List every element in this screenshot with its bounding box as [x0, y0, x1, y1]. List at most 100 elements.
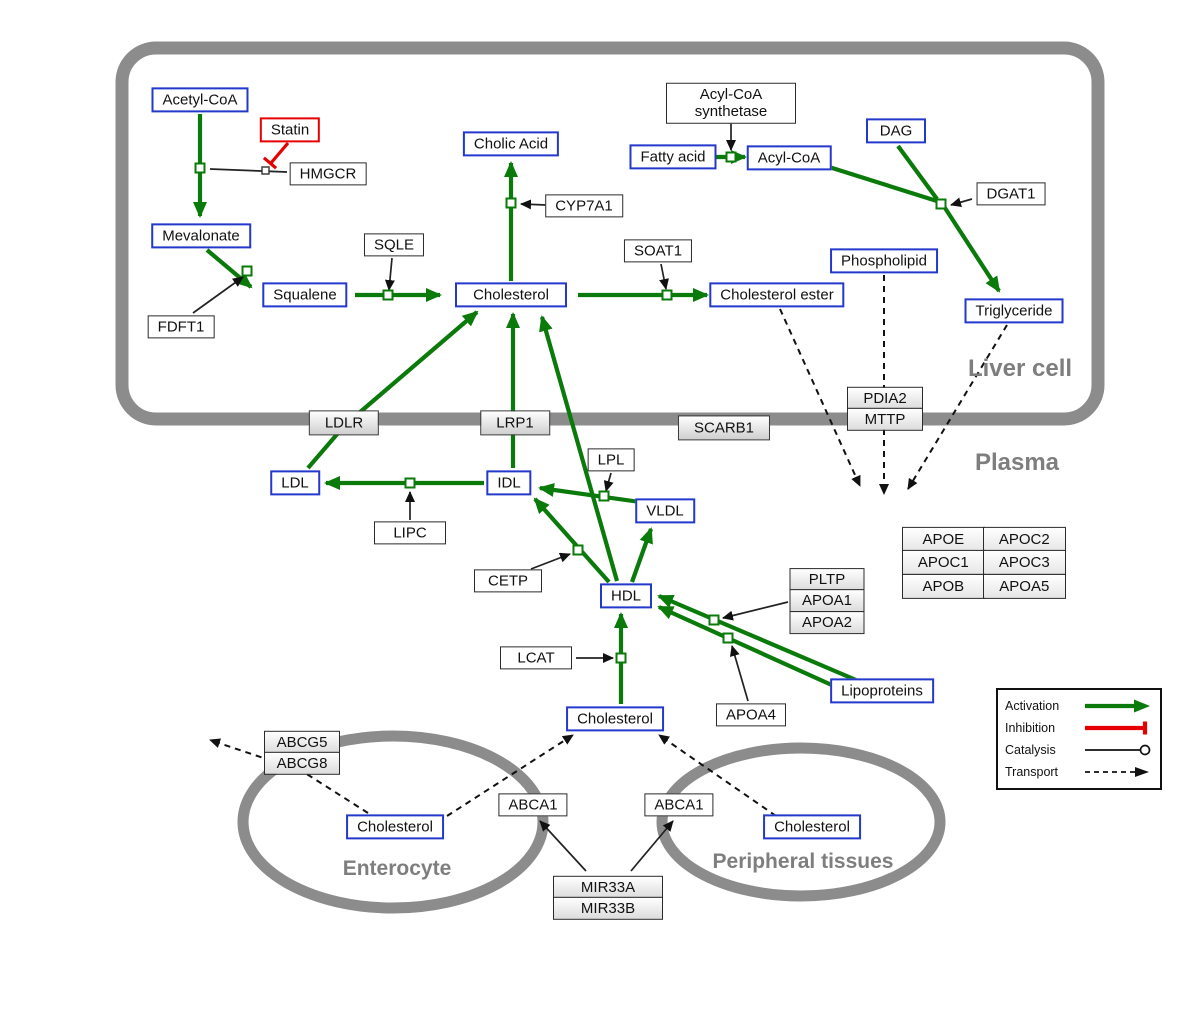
inhibition-edge [262, 141, 290, 170]
edge-hdl-cholesterol [539, 315, 620, 582]
edge-apoa4-catalysis [729, 645, 749, 702]
hmgcr-junction-square [261, 166, 270, 175]
protein-apoa4[interactable]: APOA4 [715, 703, 787, 727]
transporter-abca1-right[interactable]: ABCA1 [644, 793, 714, 817]
edge-acylcoa-dgat1node [828, 164, 941, 205]
region-label-plasma: Plasma [974, 449, 1060, 476]
edge-enterocyte-cholesterol-to-plasma [446, 734, 574, 817]
node-cholesterol-peripheral[interactable]: Cholesterol [763, 814, 861, 840]
protein-apoc1[interactable]: APOC1 [902, 550, 985, 576]
edge-lipoproteins-hdl-upper [657, 594, 857, 682]
node-fatty-acid[interactable]: Fatty acid [629, 144, 717, 170]
inhibition-tbar-symbol [1085, 721, 1148, 735]
statin-inhibition-tbar [262, 156, 278, 170]
enzyme-acyl-coa-synthetase[interactable]: Acyl-CoA synthetase [666, 82, 796, 124]
node-vldl[interactable]: VLDL [635, 498, 695, 524]
protein-apoc2[interactable]: APOC2 [983, 526, 1066, 552]
stack-pltp-apoa1-apoa2[interactable]: PLTP APOA1 APOA2 [789, 568, 865, 634]
edge-peripheral-cholesterol-to-plasma [658, 734, 777, 817]
peripheral-tissues-membrane [656, 742, 946, 902]
protein-apoe[interactable]: APOE [902, 526, 985, 552]
stack-pdia2-mttp[interactable]: PDIA2 MTTP [847, 386, 923, 432]
enzyme-fdft1[interactable]: FDFT1 [147, 315, 215, 339]
gene-mir33b[interactable]: MIR33B [553, 897, 663, 921]
edge-fdft1-catalysis [192, 276, 244, 314]
reaction-nodes [194, 151, 947, 664]
enzyme-lpl[interactable]: LPL [587, 448, 635, 472]
node-acyl-coa[interactable]: Acyl-CoA [746, 145, 832, 171]
node-cholesterol-liver[interactable]: Cholesterol [455, 282, 567, 308]
transport-dashed-arrow-symbol [1085, 767, 1149, 777]
node-triglyceride[interactable]: Triglyceride [964, 298, 1064, 324]
catalysis-circle-symbol [1085, 744, 1151, 756]
edge-lpl-catalysis [603, 472, 614, 492]
node-cholesterol-enterocyte[interactable]: Cholesterol [346, 814, 444, 840]
edge-mir33-abca1-right [630, 820, 674, 872]
legend-activation-label: Activation [1005, 699, 1060, 713]
legend-row-activation: Activation [1005, 695, 1153, 717]
transporter-pdia2[interactable]: PDIA2 [847, 386, 923, 410]
legend-row-inhibition: Inhibition [1005, 717, 1153, 739]
protein-apoa1[interactable]: APOA1 [789, 589, 865, 613]
node-idl[interactable]: IDL [486, 470, 532, 496]
protein-apoc3[interactable]: APOC3 [983, 550, 1066, 576]
transporter-lrp1[interactable]: LRP1 [480, 410, 550, 436]
transporter-ldlr[interactable]: LDLR [308, 410, 380, 436]
protein-pltp[interactable]: PLTP [789, 568, 865, 592]
enzyme-lcat[interactable]: LCAT [500, 646, 572, 670]
node-cholic-acid[interactable]: Cholic Acid [462, 131, 560, 157]
node-dag[interactable]: DAG [866, 118, 926, 144]
gene-mir33a[interactable]: MIR33A [553, 875, 663, 899]
enzyme-sqle[interactable]: SQLE [363, 233, 425, 257]
stack-abcg5-abcg8[interactable]: ABCG5 ABCG8 [264, 730, 340, 776]
edge-triglyceride-to-plasma [907, 324, 1008, 490]
edge-dgat1node-triglyceride [943, 206, 1001, 293]
edge-vldl-idl [538, 483, 641, 505]
activation-arrow-symbol [1085, 699, 1150, 713]
node-cholesterol-ester[interactable]: Cholesterol ester [709, 282, 845, 308]
protein-apoa5[interactable]: APOA5 [983, 573, 1066, 599]
edge-lipoproteins-hdl-lower [657, 605, 846, 693]
region-label-enterocyte: Enterocyte [342, 857, 452, 880]
node-squalene[interactable]: Squalene [262, 282, 348, 308]
enzyme-soat1[interactable]: SOAT1 [623, 239, 693, 263]
transporter-abcg5[interactable]: ABCG5 [264, 730, 340, 754]
legend: Activation Inhibition Catalysis Transpor… [996, 688, 1162, 790]
protein-apob[interactable]: APOB [902, 573, 985, 599]
node-phospholipid[interactable]: Phospholipid [830, 248, 938, 274]
enzyme-dgat1[interactable]: DGAT1 [976, 182, 1046, 206]
legend-inhibition-label: Inhibition [1005, 721, 1056, 735]
node-mevalonate[interactable]: Mevalonate [151, 223, 251, 249]
transporter-abca1-left[interactable]: ABCA1 [498, 793, 568, 817]
node-acetyl-coa[interactable]: Acetyl-CoA [151, 87, 249, 113]
edge-mir33-abca1-left [539, 820, 587, 872]
enzyme-lipc[interactable]: LIPC [374, 521, 446, 545]
edge-dag-dgat1node [896, 144, 939, 201]
legend-row-catalysis: Catalysis [1005, 739, 1153, 761]
enzyme-cyp7a1[interactable]: CYP7A1 [545, 194, 623, 218]
stack-mir33[interactable]: MIR33A MIR33B [553, 875, 663, 921]
node-cholesterol-plasma[interactable]: Cholesterol [566, 706, 664, 732]
edge-hdl-vldl [630, 527, 653, 583]
enzyme-cetp[interactable]: CETP [474, 569, 542, 593]
edge-ldl-ldlr-cholesterol [306, 310, 479, 470]
enzyme-hmgcr[interactable]: HMGCR [289, 162, 367, 186]
node-statin[interactable]: Statin [259, 117, 321, 143]
node-hdl[interactable]: HDL [599, 583, 653, 609]
transporter-mttp[interactable]: MTTP [847, 408, 923, 432]
edge-dgat1-catalysis [950, 197, 973, 208]
region-label-liver: Liver cell [967, 355, 1073, 382]
edge-cetp-catalysis [530, 552, 571, 570]
activation-edges [193, 114, 1001, 704]
transporter-abcg8[interactable]: ABCG8 [264, 752, 340, 776]
node-ldl[interactable]: LDL [270, 470, 320, 496]
liver-cell-membrane [115, 41, 1105, 426]
transporter-scarb1[interactable]: SCARB1 [677, 415, 771, 441]
node-lipoproteins[interactable]: Lipoproteins [830, 678, 934, 704]
apo-table[interactable]: APOE APOC2 APOC1 APOC3 APOB APOA5 [902, 526, 1066, 599]
protein-apoa2[interactable]: APOA2 [789, 610, 865, 634]
catalysis-edges [192, 120, 973, 872]
edge-cyp7a1-catalysis [520, 199, 547, 210]
